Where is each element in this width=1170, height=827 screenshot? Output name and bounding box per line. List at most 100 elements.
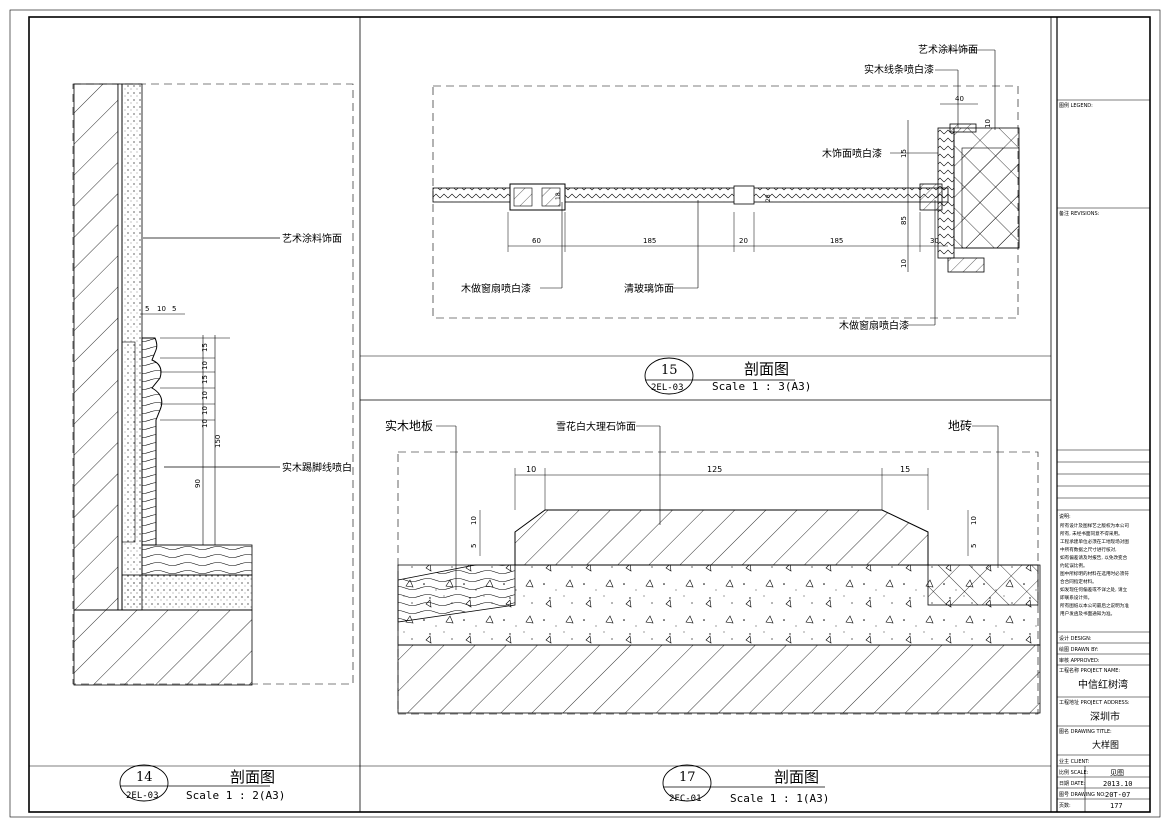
svg-text:如发现任何偏差或不详之处, 请立: 如发现任何偏差或不详之处, 请立 xyxy=(1060,586,1128,593)
callout-14-1: 艺术涂料饰面 xyxy=(282,232,342,245)
tb-drawing-no: 20T-07 xyxy=(1105,791,1130,799)
callout-14-2: 实木踢脚线喷白 xyxy=(282,461,352,474)
detail-17-title: 剖面图 xyxy=(774,768,819,786)
tb-client-label: 业主 CLIENT: xyxy=(1059,758,1090,765)
dim-14-d: 15 xyxy=(201,343,209,352)
svg-text:工程承建单位必须在工地现场对图: 工程承建单位必须在工地现场对图 xyxy=(1060,538,1129,545)
sheet-outer-border xyxy=(9,9,1161,818)
detail-15-scale: Scale 1 : 3(A3) xyxy=(712,380,811,393)
dim-14-b: 10 xyxy=(157,305,166,313)
detail-14 xyxy=(72,83,354,686)
svg-text:所有, 未经书面同意不得采用。: 所有, 未经书面同意不得采用。 xyxy=(1060,530,1123,537)
svg-text:图中所标明的材料在选用时必须符: 图中所标明的材料在选用时必须符 xyxy=(1060,570,1129,577)
dim-14-f: 15 xyxy=(201,375,209,384)
detail-14-slab xyxy=(73,609,253,686)
dim-15-l: 28 xyxy=(765,194,772,202)
dim-17-d: 5 xyxy=(470,544,478,548)
tb-scale-label: 比例 SCALE: xyxy=(1059,769,1089,776)
callout-15-6: 木做窗扇喷白漆 xyxy=(839,319,909,332)
dim-14-e: 10 xyxy=(201,361,209,370)
svg-text:所有设计及图样艺之版权为本公司: 所有设计及图样艺之版权为本公司 xyxy=(1060,522,1129,529)
callout-15-4: 木做窗扇喷白漆 xyxy=(461,282,531,295)
dim-15-a: 60 xyxy=(532,237,541,245)
detail-14-skirting xyxy=(141,337,163,546)
dim-14-i: 10 xyxy=(201,419,209,428)
callout-15-2: 实木线条喷白漆 xyxy=(864,63,934,76)
dim-15-e: 30 xyxy=(930,237,939,245)
svg-text:如有偏差请及时报告, 以免改变合: 如有偏差请及时报告, 以免改变合 xyxy=(1060,554,1128,561)
detail-15-title: 剖面图 xyxy=(744,360,789,378)
dim-15-j: 10 xyxy=(900,259,908,268)
dim-15-k: 18 xyxy=(555,192,562,200)
tb-notes: 所有设计及图样艺之版权为本公司 所有, 未经书面同意不得采用。 工程承建单位必须… xyxy=(1060,522,1129,617)
detail-17-marble xyxy=(514,509,929,566)
callout-15-1: 艺术涂料饰面 xyxy=(918,43,978,56)
detail-17-number: 17 xyxy=(679,770,696,785)
tb-date: 2013.10 xyxy=(1103,780,1133,788)
tb-project-name: 中信红树湾 xyxy=(1078,678,1128,691)
callout-15-3: 木饰面喷白漆 xyxy=(822,147,882,160)
detail-15-ref: 2EL-03 xyxy=(651,383,684,393)
tb-revisions-label: 备注 REVISIONS: xyxy=(1059,210,1100,217)
dim-14-k: 90 xyxy=(194,479,202,488)
svg-text:中所有数据之尺寸进行核对,: 中所有数据之尺寸进行核对, xyxy=(1060,546,1117,553)
detail-14-coating xyxy=(121,83,143,611)
tb-legend-label: 图例 LEGEND: xyxy=(1059,102,1093,109)
detail-14-number: 14 xyxy=(136,770,153,785)
dim-17-g: 5 xyxy=(970,544,978,548)
dim-15-d: 185 xyxy=(830,237,843,245)
dim-17-f: 10 xyxy=(970,516,978,525)
detail-15 xyxy=(432,49,1020,326)
detail-15-bubble xyxy=(644,357,694,395)
svg-text:即联系设计师。: 即联系设计师。 xyxy=(1060,594,1092,601)
detail-14-bubble xyxy=(119,764,169,802)
dim-15-h: 15 xyxy=(900,149,908,158)
tb-drawing-title-label: 图名 DRAWING TITLE: xyxy=(1059,728,1112,735)
titleblock-grid xyxy=(1057,99,1150,812)
dim-14-c: 5 xyxy=(172,305,176,313)
svg-text:用户发函及书面通知为准。: 用户发函及书面通知为准。 xyxy=(1060,610,1115,617)
dim-14-h: 10 xyxy=(201,406,209,415)
tb-drawing-no-label: 图号 DRAWING NO: xyxy=(1059,792,1106,798)
tb-page-label: 页数: xyxy=(1059,802,1071,809)
detail-14-scale: Scale 1 : 2(A3) xyxy=(186,789,285,802)
tb-address-label: 工程地址 PROJECT ADDRESS: xyxy=(1059,699,1130,706)
detail-14-wall xyxy=(73,83,119,611)
detail-15-frame xyxy=(432,85,1019,319)
detail-17 xyxy=(397,425,1041,715)
dim-17-c: 15 xyxy=(900,465,910,474)
tb-page: 177 xyxy=(1110,802,1123,810)
dim-15-b: 185 xyxy=(643,237,656,245)
callout-15-5: 清玻璃饰面 xyxy=(624,282,674,295)
detail-17-ref: 2FC-01 xyxy=(669,794,702,804)
dim-17-e: 10 xyxy=(470,516,478,525)
tb-design-label: 设计 DESIGN: xyxy=(1059,635,1092,642)
detail-15-number: 15 xyxy=(661,363,678,378)
callout-17-2: 雪花白大理石饰面 xyxy=(556,420,636,433)
detail-14-title: 剖面图 xyxy=(230,768,275,786)
dim-14-a: 5 xyxy=(145,305,149,313)
dim-14-g: 10 xyxy=(201,391,209,400)
svg-text:合合同指定材料。: 合合同指定材料。 xyxy=(1060,578,1097,585)
dim-17-b: 125 xyxy=(707,465,722,474)
detail-14-floor-wood xyxy=(141,544,253,576)
tb-address: 深圳市 xyxy=(1090,710,1120,723)
dim-15-c: 20 xyxy=(739,237,748,245)
sheet-inner-border xyxy=(28,16,1151,813)
detail-17-wood-floor xyxy=(397,564,516,623)
svg-text:所有图纸以本公司最后之说明为准: 所有图纸以本公司最后之说明为准 xyxy=(1060,602,1129,609)
dim-15-i: 85 xyxy=(900,216,908,225)
dim-17-a: 10 xyxy=(526,465,536,474)
detail-17-bubble xyxy=(662,764,712,802)
tb-approved-label: 审核 APPROVED: xyxy=(1059,657,1100,664)
detail-17-tile xyxy=(927,564,1039,606)
callout-17-1: 实木地板 xyxy=(385,418,433,433)
tb-project-label: 工程名称 PROJECT NAME: xyxy=(1059,667,1120,674)
detail-17-scale: Scale 1 : 1(A3) xyxy=(730,792,829,805)
svg-text:约延误比例。: 约延误比例。 xyxy=(1060,562,1088,569)
tb-scale: 见图 xyxy=(1110,769,1124,777)
detail-14-ref: 2EL-03 xyxy=(126,791,159,801)
dim-15-f: 40 xyxy=(955,95,964,103)
callout-17-3: 地砖 xyxy=(948,418,972,433)
